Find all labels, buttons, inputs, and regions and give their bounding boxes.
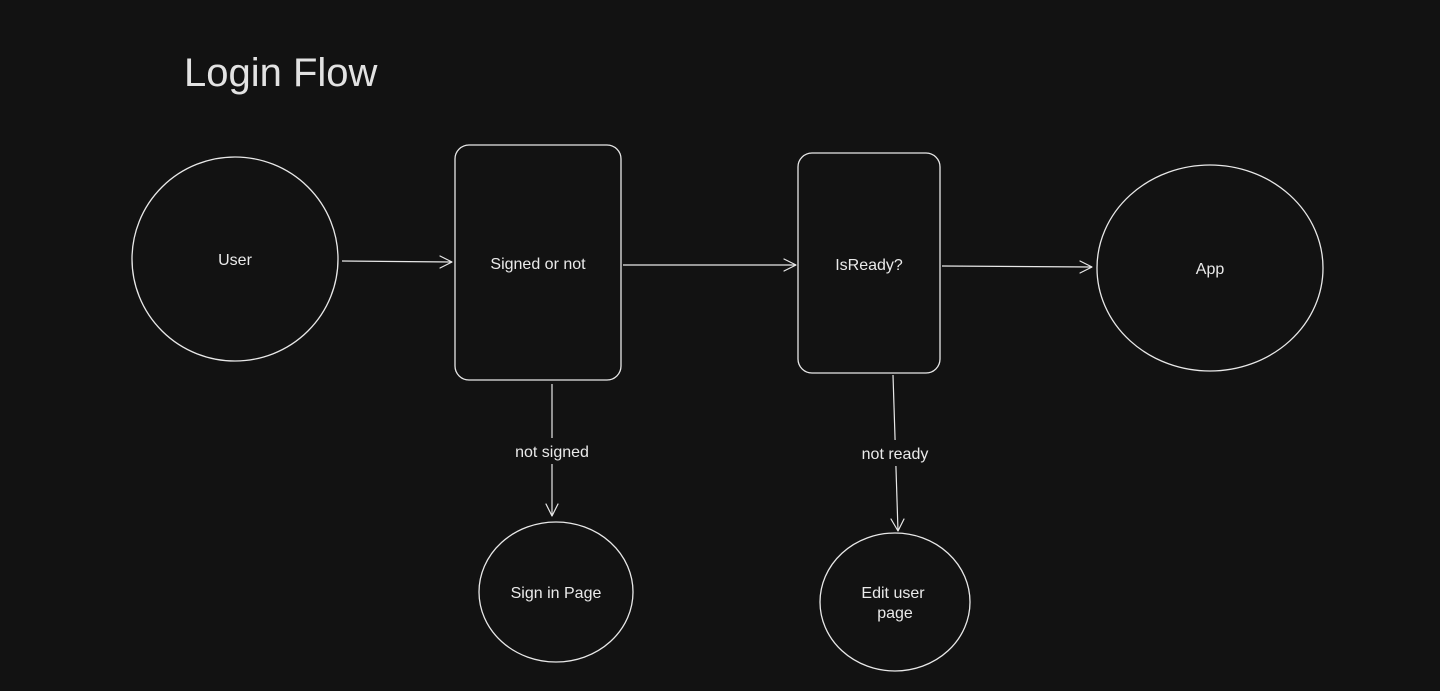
node-isready-shape: [797, 152, 941, 374]
node-user-label: User: [218, 252, 252, 269]
edge-label-not-signed: not signed: [515, 444, 589, 461]
arrowhead-icon: [1079, 260, 1093, 274]
node-user[interactable]: User: [131, 156, 339, 362]
node-user-shape: [131, 156, 339, 362]
arrowhead-icon: [783, 258, 797, 272]
node-edit-user-page-label-line1: Edit user: [861, 585, 925, 602]
node-signed-or-not-label: Signed or not: [490, 256, 586, 273]
node-sign-in-page-label: Sign in Page: [511, 585, 602, 602]
edge-isready-to-app[interactable]: [941, 260, 1093, 274]
node-app-shape: [1096, 164, 1324, 372]
arrowhead-icon: [890, 518, 905, 532]
arrowhead-icon: [439, 255, 453, 269]
diagram-title: Login Flow: [184, 51, 378, 95]
node-edit-user-page-shape: [819, 532, 971, 672]
edge-isready-to-edituser[interactable]: not ready: [852, 374, 938, 532]
edge-isready-to-app-line: [941, 265, 1093, 268]
node-isready[interactable]: IsReady?: [797, 152, 941, 374]
node-app[interactable]: App: [1096, 164, 1324, 372]
edge-signed-to-signin[interactable]: not signed: [506, 384, 598, 517]
node-signed-or-not[interactable]: Signed or not: [454, 144, 622, 381]
node-edit-user-page[interactable]: Edit user page: [819, 532, 971, 672]
node-app-label: App: [1196, 261, 1225, 278]
node-sign-in-page-shape: [478, 521, 634, 663]
node-sign-in-page[interactable]: Sign in Page: [478, 521, 634, 663]
arrowhead-icon: [545, 503, 559, 517]
node-edit-user-page-label-line2: page: [877, 605, 913, 622]
edge-label-background: [506, 438, 598, 464]
edge-label-background: [852, 440, 938, 466]
edge-label-not-ready: not ready: [862, 446, 929, 463]
node-signed-or-not-shape: [454, 144, 622, 381]
edge-user-to-signed-line: [341, 260, 453, 263]
node-isready-label: IsReady?: [835, 257, 903, 274]
edge-user-to-signed[interactable]: [341, 255, 453, 269]
edge-signed-to-isready[interactable]: [623, 258, 797, 272]
